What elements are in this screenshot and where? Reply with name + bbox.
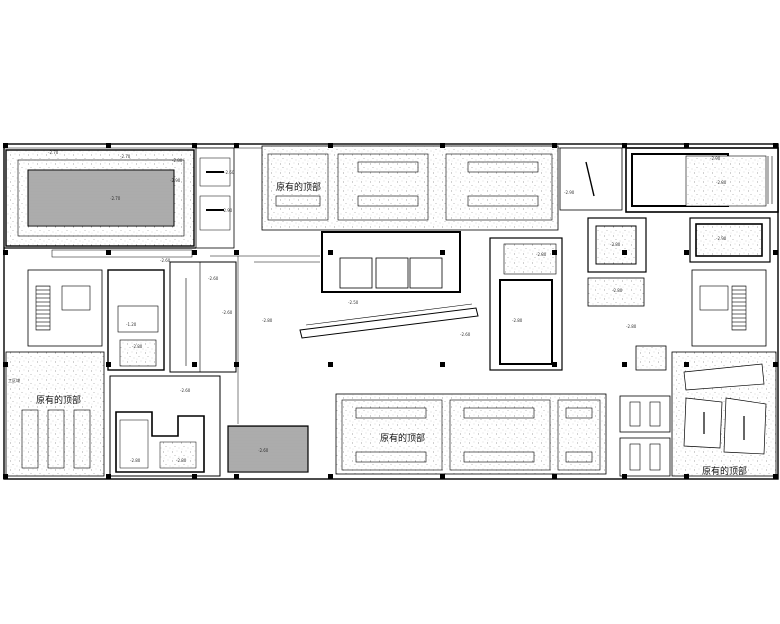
left-stair-landing [61,285,91,311]
level-tag: -2.80 [612,288,623,293]
level-tag: -2.70 [48,150,59,155]
bottom-right-fixtures [629,401,661,471]
elevator-block [321,231,461,293]
level-tag: -2.60 [258,448,269,453]
region-existing-right-label: 原有的顶部 [702,465,747,477]
bottom-right-room [619,395,671,433]
region-existing-left [5,351,105,477]
room-top-right-b-void [685,155,767,207]
level-tag: -2.60 [160,258,171,263]
utility-box [199,195,231,231]
level-tag: -2.90 [222,208,233,213]
utility-box [199,157,231,187]
level-tag: -2.60 [180,388,191,393]
level-tag: -2.80 [716,180,727,185]
hatched-edge [767,156,773,204]
lower-left-box [119,419,149,469]
left-wing-box [117,305,159,333]
structural-columns [3,143,778,479]
level-tag: -2.50 [348,300,359,305]
room-top-left-grille [27,169,175,227]
diagonal-ramp [299,307,479,339]
light-fixtures-top [267,153,553,221]
right-stair-area [691,269,767,347]
level-tags: -2.70 -2.70 -2.80 -2.70 -2.90 -2.60 -2.9… [48,150,727,463]
level-tag: -2.80 [626,324,637,329]
building-outline [3,143,779,480]
panel-marks [703,412,745,440]
level-tag: -2.80 [536,252,547,257]
room-top-right-a [559,147,623,211]
diagonal-ramp-edge [305,303,473,326]
bottom-right-room [619,437,671,477]
left-wing-box [119,339,157,367]
level-tag: -2.90 [716,236,727,241]
level-tag: -2.80 [132,344,143,349]
lower-left-room-outline [115,411,205,473]
level-tag: -2.80 [262,318,273,323]
level-tag: -2.60 [460,332,471,337]
lower-left-box [159,441,197,469]
utility-column [195,147,235,249]
center-right-sub [503,243,557,275]
level-tag: -2.80 [176,458,187,463]
level-tag: -2.60 [208,276,219,281]
level-tag: -2.80 [610,242,621,247]
region-existing-top [261,145,559,231]
level-tag: -2.80 [512,318,523,323]
center-right-inner [499,279,553,365]
room-top-left-frame [17,159,185,237]
room-right-b-inner [695,223,763,257]
angled-panels [683,363,767,455]
light-fixtures-left [21,409,91,469]
level-tag: -2.70 [120,154,131,159]
left-note: 工区域 [8,377,20,383]
level-tag: -2.60 [224,170,235,175]
region-existing-bottom [335,393,607,475]
diagonal-mark [585,161,595,197]
room-right-c [587,277,645,307]
right-stair-landing [699,285,729,311]
left-column-room [169,261,237,373]
central-hall-lines [210,255,320,424]
room-right-a-inner [595,225,637,265]
level-tag: -2.60 [222,310,233,315]
region-existing-top-label: 原有的顶部 [276,181,321,193]
level-tag: -2.90 [564,190,575,195]
light-fixtures-bottom [341,399,601,471]
level-tag: -2.80 [172,158,183,163]
level-tag: -2.80 [130,458,141,463]
bottom-grille [227,425,309,473]
level-tag: -2.90 [710,156,721,161]
wall-strip [51,249,193,258]
elevator-cars [339,257,443,289]
level-tag: -2.90 [170,178,181,183]
left-stair [35,285,51,331]
level-tag: -2.70 [110,196,121,201]
region-existing-left-label: 原有的顶部 [36,394,81,406]
region-existing-bottom-label: 原有的顶部 [380,432,425,444]
room-right-d [635,345,667,371]
level-tag: -1.20 [126,322,137,327]
right-stair [731,285,747,331]
